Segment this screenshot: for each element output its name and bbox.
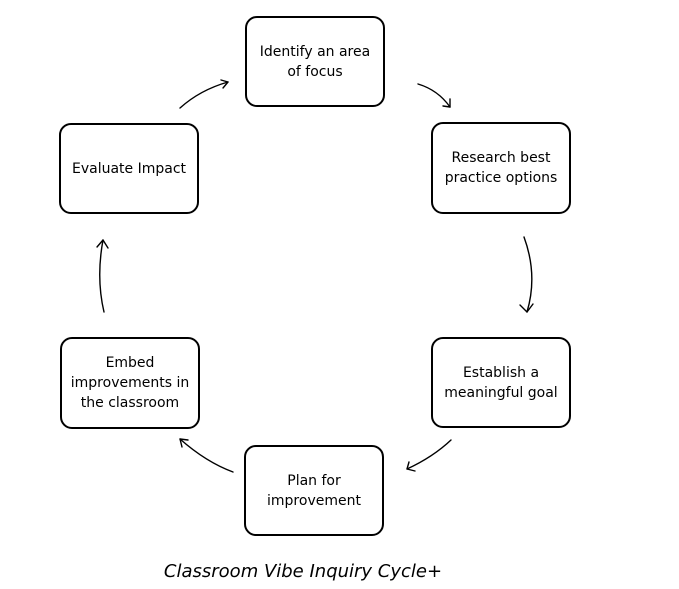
node-plan-label: Plan for improvement xyxy=(267,472,361,509)
arrowhead-establish-to-plan xyxy=(406,461,416,472)
node-identify-label: Identify an area of focus xyxy=(259,43,371,80)
node-identify-area-of-focus: Identify an area of focus xyxy=(245,16,385,107)
node-embed-label: Embed improvements in the classroom xyxy=(70,355,190,411)
diagram-caption: Classroom Vibe Inquiry Cycle+ xyxy=(163,561,443,582)
arrowhead-embed-to-evaluate xyxy=(96,239,109,249)
arrowhead-evaluate-to-identify xyxy=(220,79,229,89)
node-research-best-practice: Research best practice options xyxy=(431,122,571,214)
arrow-identify-to-research xyxy=(417,83,451,108)
arrow-establish-to-plan xyxy=(406,439,452,470)
arrow-evaluate-to-identify xyxy=(179,81,229,109)
node-embed-improvements: Embed improvements in the classroom xyxy=(60,337,200,429)
arrow-embed-to-evaluate xyxy=(99,239,105,313)
arrow-plan-to-embed xyxy=(179,438,234,473)
arrow-research-to-establish xyxy=(523,236,533,313)
arrowhead-identify-to-research xyxy=(442,98,451,108)
arrowhead-research-to-establish xyxy=(519,303,534,313)
arrowhead-plan-to-embed xyxy=(179,438,189,448)
node-establish-meaningful-goal: Establish a meaningful goal xyxy=(431,337,571,428)
node-evaluate-label: Evaluate Impact xyxy=(71,160,187,177)
node-evaluate-impact: Evaluate Impact xyxy=(59,123,199,214)
node-research-label: Research best practice options xyxy=(444,150,558,186)
node-establish-label: Establish a meaningful goal xyxy=(444,364,558,401)
node-plan-for-improvement: Plan for improvement xyxy=(244,445,384,536)
